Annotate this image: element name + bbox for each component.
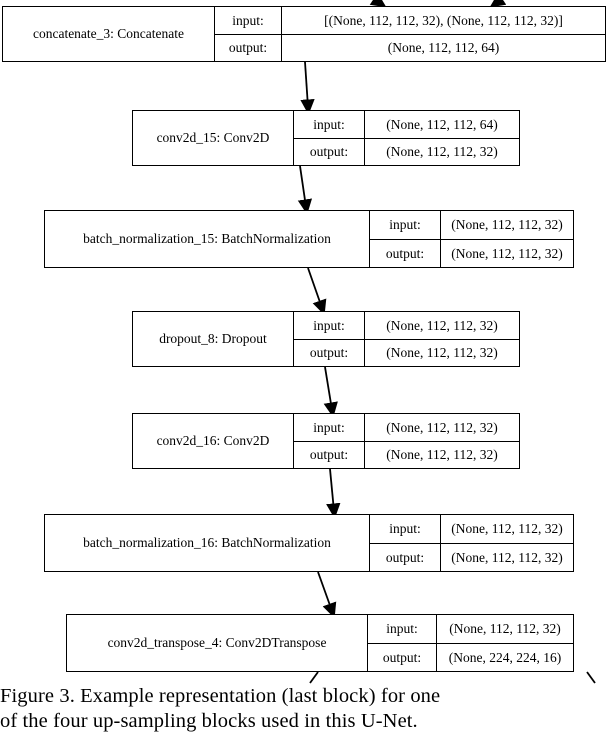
input-shape: [(None, 112, 112, 32), (None, 112, 112, … xyxy=(281,7,605,34)
edge-outgoing-right xyxy=(586,671,596,684)
input-shape: (None, 112, 112, 64) xyxy=(364,111,519,138)
node-input-row: input: (None, 112, 112, 32) xyxy=(294,312,519,339)
caption-line-2: of the four up-sampling blocks used in t… xyxy=(0,710,418,732)
node-io-table: input: (None, 112, 112, 32) output: (Non… xyxy=(369,515,573,571)
node-concatenate_3[interactable]: concatenate_3: Concatenate input: [(None… xyxy=(2,6,606,62)
input-shape: (None, 112, 112, 32) xyxy=(364,414,519,441)
node-title: batch_normalization_15: BatchNormalizati… xyxy=(83,231,331,247)
node-output-row: output: (None, 112, 112, 32) xyxy=(370,239,573,267)
node-input-row: input: (None, 112, 112, 32) xyxy=(370,515,573,543)
node-output-row: output: (None, 112, 112, 32) xyxy=(294,441,519,468)
node-input-row: input: (None, 112, 112, 64) xyxy=(294,111,519,138)
edge-conv2d_15-to-batch_normalization_15 xyxy=(297,165,313,215)
input-shape: (None, 112, 112, 32) xyxy=(440,515,573,543)
output-shape: (None, 112, 112, 32) xyxy=(364,340,519,366)
node-output-row: output: (None, 112, 112, 64) xyxy=(215,34,605,61)
input-shape: (None, 112, 112, 32) xyxy=(436,615,573,643)
node-output-row: output: (None, 112, 112, 32) xyxy=(294,339,519,366)
edge-dropout_8-to-conv2d_16 xyxy=(323,366,338,418)
output-shape: (None, 224, 224, 16) xyxy=(436,644,573,671)
node-title: conv2d_16: Conv2D xyxy=(156,433,270,449)
output-label: output: xyxy=(309,144,349,160)
edge-incoming-right xyxy=(489,0,507,8)
figure-caption: Figure 3. Example representation (last b… xyxy=(0,684,608,734)
node-io-table: input: [(None, 112, 112, 32), (None, 112… xyxy=(214,7,605,61)
node-input-row: input: [(None, 112, 112, 32), (None, 112… xyxy=(215,7,605,34)
edge-outgoing-left xyxy=(309,671,319,684)
input-shape: (None, 112, 112, 32) xyxy=(440,211,573,239)
output-label: output: xyxy=(385,549,425,565)
output-shape: (None, 112, 112, 32) xyxy=(364,442,519,468)
output-shape: (None, 112, 112, 64) xyxy=(281,35,605,61)
node-io-table: input: (None, 112, 112, 32) output: (Non… xyxy=(293,312,519,366)
node-output-row: output: (None, 112, 112, 32) xyxy=(294,138,519,165)
edge-concatenate_3-to-conv2d_15 xyxy=(300,61,315,115)
node-output-row: output: (None, 224, 224, 16) xyxy=(368,643,573,671)
input-label: input: xyxy=(389,217,421,233)
node-dropout_8[interactable]: dropout_8: Dropout input: (None, 112, 11… xyxy=(132,311,520,367)
input-label: input: xyxy=(389,521,421,537)
node-title: batch_normalization_16: BatchNormalizati… xyxy=(83,535,331,551)
node-title: conv2d_15: Conv2D xyxy=(156,130,270,146)
input-label: input: xyxy=(232,12,264,28)
node-conv2d_transpose_4[interactable]: conv2d_transpose_4: Conv2DTranspose inpu… xyxy=(66,614,574,672)
node-conv2d_16[interactable]: conv2d_16: Conv2D input: (None, 112, 112… xyxy=(132,413,520,469)
node-title: concatenate_3: Concatenate xyxy=(32,26,185,42)
node-input-row: input: (None, 112, 112, 32) xyxy=(294,414,519,441)
output-label: output: xyxy=(228,40,268,56)
output-label: output: xyxy=(309,345,349,361)
node-io-table: input: (None, 112, 112, 32) output: (Non… xyxy=(369,211,573,267)
node-title: dropout_8: Dropout xyxy=(159,331,267,347)
node-input-row: input: (None, 112, 112, 32) xyxy=(368,615,573,643)
input-label: input: xyxy=(313,116,345,132)
input-label: input: xyxy=(313,317,345,333)
edge-batch_normalization_16-to-conv2d_transpose_4 xyxy=(317,571,337,619)
input-label: input: xyxy=(313,419,345,435)
node-conv2d_15[interactable]: conv2d_15: Conv2D input: (None, 112, 112… xyxy=(132,110,520,166)
node-io-table: input: (None, 112, 112, 64) output: (Non… xyxy=(293,111,519,165)
edge-batch_normalization_15-to-dropout_8 xyxy=(307,267,327,316)
caption-line-1: Figure 3. Example representation (last b… xyxy=(0,685,441,707)
node-io-table: input: (None, 112, 112, 32) output: (Non… xyxy=(293,414,519,468)
edge-incoming-left xyxy=(369,0,387,8)
node-batch_normalization_15[interactable]: batch_normalization_15: BatchNormalizati… xyxy=(44,210,574,268)
node-output-row: output: (None, 112, 112, 32) xyxy=(370,543,573,571)
node-title: conv2d_transpose_4: Conv2DTranspose xyxy=(107,635,327,651)
output-shape: (None, 112, 112, 32) xyxy=(364,139,519,165)
node-batch_normalization_16[interactable]: batch_normalization_16: BatchNormalizati… xyxy=(44,514,574,572)
output-label: output: xyxy=(385,245,425,261)
node-input-row: input: (None, 112, 112, 32) xyxy=(370,211,573,239)
input-shape: (None, 112, 112, 32) xyxy=(364,312,519,339)
output-shape: (None, 112, 112, 32) xyxy=(440,544,573,571)
input-label: input: xyxy=(386,621,418,637)
output-label: output: xyxy=(382,649,422,665)
edge-conv2d_16-to-batch_normalization_16 xyxy=(326,468,341,519)
output-shape: (None, 112, 112, 32) xyxy=(440,240,573,267)
output-label: output: xyxy=(309,447,349,463)
node-io-table: input: (None, 112, 112, 32) output: (Non… xyxy=(367,615,573,671)
